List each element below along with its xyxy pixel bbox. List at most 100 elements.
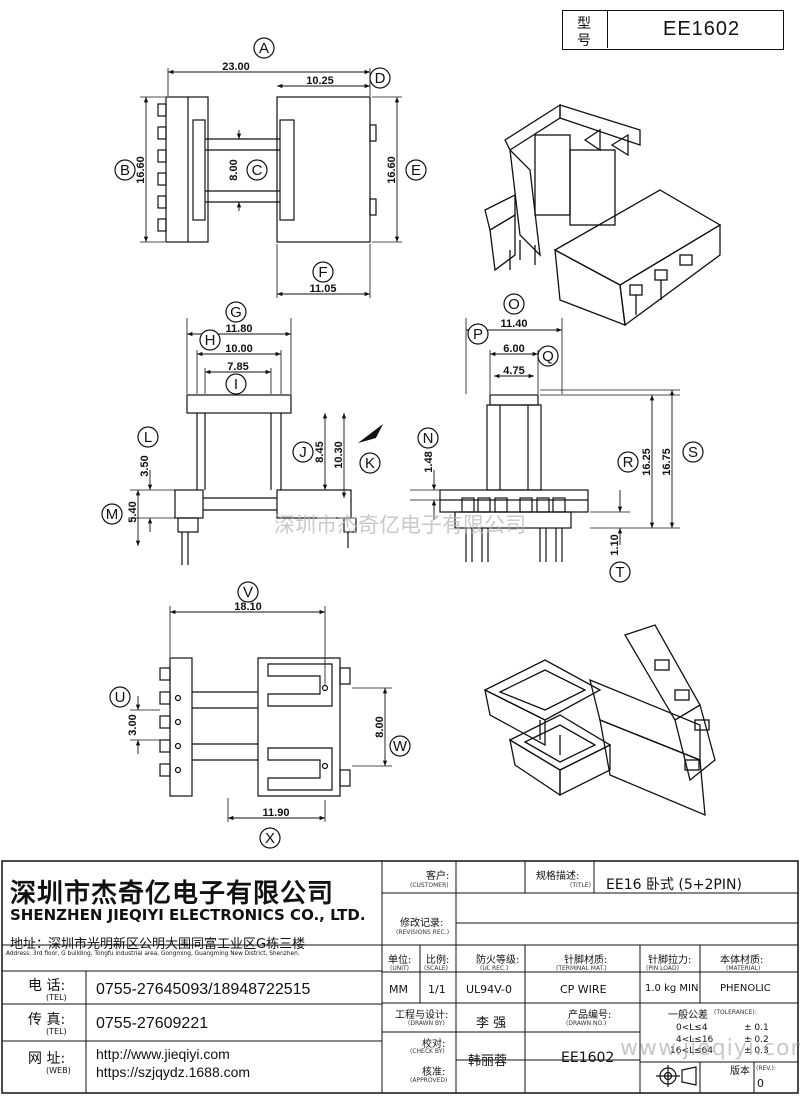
tel-value: 0755-27645093/18948722515 [96,981,311,998]
title-label-en: (TITLE) [570,882,591,889]
bottom-view-left [159,657,351,797]
ul-label-en: (UL REC.) [480,965,509,972]
dim-value-h: 10.00 [225,343,253,355]
callout-p: P [473,326,483,343]
address-en: Address: 3rd floor, G building, Tongfu i… [6,951,300,957]
dim-value-e: 16.60 [386,156,398,184]
callout-n: N [423,430,434,447]
dim-value-w: 8.00 [374,716,386,737]
tolerance-label-en: (TOLERANCE): [714,1009,757,1016]
callout-t: T [615,564,624,581]
web-label-cn: 网 址: [28,1051,66,1067]
unit-label-en: (UNIT) [390,965,409,972]
tel-label-cn: 电 话: [28,978,66,994]
front-view-right [439,394,589,562]
unit-value: MM [389,983,408,996]
top-view-left [157,96,280,243]
callout-x: X [265,830,275,847]
callout-r: R [623,454,634,471]
dim-value-k: 10.30 [333,441,345,469]
callout-k: K [365,455,375,472]
terminal-label: 针脚材质: [564,955,608,966]
dim-value-q: 4.75 [503,365,524,377]
projection-symbol-icon [656,1065,697,1087]
model-label-line1: 型 [577,16,591,32]
model-value: EE1602 [663,18,741,40]
dim-value-j: 8.45 [314,441,326,462]
pinload-label: 针脚拉力: [648,955,692,966]
address-cn: 深圳市光明新区公明大围同富工业区G栋三楼 [48,937,306,952]
customer-label: 客户: [426,871,450,882]
callout-a: A [259,40,269,57]
callout-s: S [688,444,698,461]
material-label: 本体材质: [720,955,764,966]
dim-value-l: 3.50 [139,455,151,476]
drawn-by-label-en: (DRAWN BY) [408,1020,445,1027]
dim-value-f: 11.05 [310,283,337,295]
tol-range-3: 16<L≤64 [670,1046,714,1056]
dim-value-i: 7.85 [227,361,248,373]
dim-value-c: 8.00 [228,159,240,180]
company-name-cn: 深圳市杰奇亿电子有限公司 [10,879,335,909]
revisions-label: 修改记录: [400,918,444,929]
callout-i: I [234,376,238,393]
tol-value-1: ± 0.1 [744,1023,769,1033]
address-label: 地址： [10,937,50,952]
model-box: 型 号 EE1602 [562,10,784,50]
iso-view-top [484,103,722,327]
callout-o: O [508,296,520,313]
customer-label-en: (CUSTOMER) [410,882,449,889]
callout-q: Q [542,348,554,365]
model-label-line2: 号 [577,33,591,49]
check-label-en: (CHECK BY) [410,1048,445,1055]
scale-value: 1/1 [428,983,446,996]
callout-c: C [252,162,263,179]
dim-value-s: 16.75 [661,448,673,476]
callout-j: J [299,444,307,461]
callout-e: E [411,162,421,179]
iso-view-bottom [483,624,716,817]
check-label: 校对: [422,1039,446,1050]
material-value: PHENOLIC [720,983,771,994]
approve-label: 核准: [422,1067,446,1078]
title-label: 规格描述: [536,871,580,882]
fax-label-en: (TEL) [46,1027,67,1036]
revision-value: 0 [757,1077,764,1090]
dim-value-b: 16.60 [135,156,147,184]
pinload-label-en: (PIN LOAD) [646,965,679,972]
company-name-en: SHENZHEN JIEQIYI ELECTRONICS CO., LTD. [10,906,366,924]
tol-range-2: 4<L≤16 [676,1035,714,1045]
dim-value-g: 11.80 [226,323,253,335]
tel-label-en: (TEL) [46,993,67,1002]
callout-g: G [230,304,242,321]
scale-label: 比例: [426,955,450,966]
scale-label-en: (SCALE) [424,965,448,972]
tol-value-2: ± 0.2 [744,1035,769,1045]
terminal-label-en: (TERMINAL MAT.) [556,965,607,972]
callout-f: F [318,264,327,281]
watermark: 深圳市杰奇亿电子有限公司 [274,513,526,537]
dim-value-u: 3.00 [127,714,139,735]
dim-value-v: 18.10 [234,601,262,613]
web-link-1[interactable]: http://www.jieqiyi.com [96,1046,230,1062]
web-link-2[interactable]: https://szjqydz.1688.com [96,1064,251,1080]
side-view-left [174,394,357,565]
drawing-no-label: 产品编号: [568,1010,612,1021]
title-block-grid [1,860,799,1094]
drawn-by-label: 工程与设计: [395,1010,449,1021]
callout-w: W [393,738,408,755]
callout-d: D [375,70,386,87]
approve-label-en: (APPROVED) [410,1077,448,1084]
watermark-corner: www.jieqiyi.com [620,1036,800,1061]
dim-value-p: 6.00 [503,343,524,355]
tol-range-1: 0<L≤4 [676,1023,708,1033]
material-label-en: (MATERIAL) [726,965,761,972]
dim-value-a: 23.00 [222,61,250,73]
dim-value-n: 1.48 [423,451,435,472]
unit-label: 单位: [388,955,412,966]
technical-drawing: 23.00 10.25 16.60 8.00 16.60 11.05 11.80… [101,37,722,849]
ul-value: UL94V-0 [466,983,513,996]
tol-value-3: ± 0.3 [744,1046,769,1056]
dim-value-o: 11.40 [501,318,528,330]
